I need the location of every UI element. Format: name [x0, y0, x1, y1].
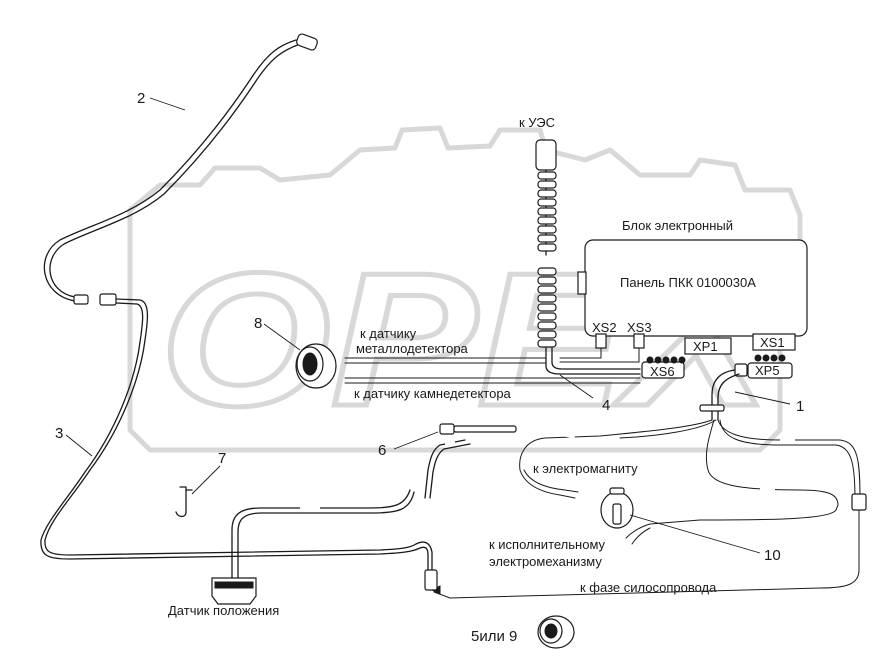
callout-8: 8	[254, 315, 262, 332]
actuator-connector-10	[600, 487, 634, 529]
callout-10: 10	[764, 547, 781, 564]
label-part-5-or-9: 5или 9	[471, 628, 517, 645]
label-xs6: XS6	[650, 364, 675, 379]
silo-phase-terminal	[851, 493, 867, 511]
clip-7	[175, 486, 193, 518]
corrugation-lower	[537, 267, 557, 348]
harness-1	[430, 369, 867, 599]
position-sensor-harness	[211, 439, 471, 605]
xp5-connector	[747, 362, 793, 379]
text-labels: к УЭС Блок электронный Панель ПКК 010003…	[168, 115, 785, 645]
grommet-5-9	[537, 615, 575, 649]
xs6-connector	[641, 361, 685, 379]
label-position-sensor: Датчик положения	[168, 603, 279, 618]
callout-1: 1	[796, 398, 804, 415]
label-metal-detector-2: металлодетектора	[356, 341, 469, 356]
label-metal-detector-1: к датчику	[360, 326, 417, 341]
label-xp1: XP1	[693, 339, 718, 354]
label-panel: Панель ПКК 0100030А	[620, 275, 756, 290]
callout-3: 3	[55, 425, 63, 442]
callout-6: 6	[378, 442, 386, 459]
callout-7: 7	[218, 450, 226, 467]
electronic-block	[559, 239, 808, 379]
xp1-label-box	[684, 337, 732, 355]
cable-2-joint-right	[99, 293, 117, 306]
ues-connector	[535, 139, 557, 171]
callout-4: 4	[602, 397, 610, 414]
label-xs3: XS3	[627, 320, 652, 335]
callout-2: 2	[137, 90, 145, 107]
label-xs2: XS2	[592, 320, 617, 335]
cable-2-joint-left	[73, 294, 89, 305]
cable-tie-6	[439, 423, 517, 435]
xs1-label-box	[752, 333, 796, 351]
label-electromagnet: к электромагниту	[533, 461, 638, 476]
detector-cables	[344, 357, 641, 384]
xs1-teeth	[754, 354, 786, 362]
leader-lines	[65, 97, 791, 554]
cable-tie-on-harness	[699, 404, 725, 412]
watermark-gear-outline	[127, 125, 803, 453]
label-actuator-1: к исполнительному	[489, 537, 606, 552]
xs3-connector	[633, 333, 645, 349]
label-stone-detector: к датчику камнедетектора	[354, 386, 512, 401]
label-xp5: XP5	[755, 363, 780, 378]
grommet-8	[295, 343, 337, 389]
cable-3	[40, 298, 421, 560]
corrugated-tube	[535, 139, 641, 375]
callout-numbers: 2 3 4 1 6 7 8 10	[55, 90, 804, 564]
label-xs1: XS1	[760, 335, 785, 350]
label-actuator-2: электромеханизму	[489, 554, 602, 569]
position-sensor-plug	[424, 569, 438, 591]
xs2-connector	[595, 333, 607, 349]
cable-2-end-connector	[296, 33, 318, 51]
label-silo-phase: к фазе силосопровода	[580, 580, 717, 595]
label-to-ues: к УЭС	[519, 115, 555, 130]
cable-2	[43, 33, 318, 306]
label-block-title: Блок электронный	[622, 218, 733, 233]
corrugation-upper	[537, 171, 557, 252]
xs6-teeth	[646, 356, 686, 364]
